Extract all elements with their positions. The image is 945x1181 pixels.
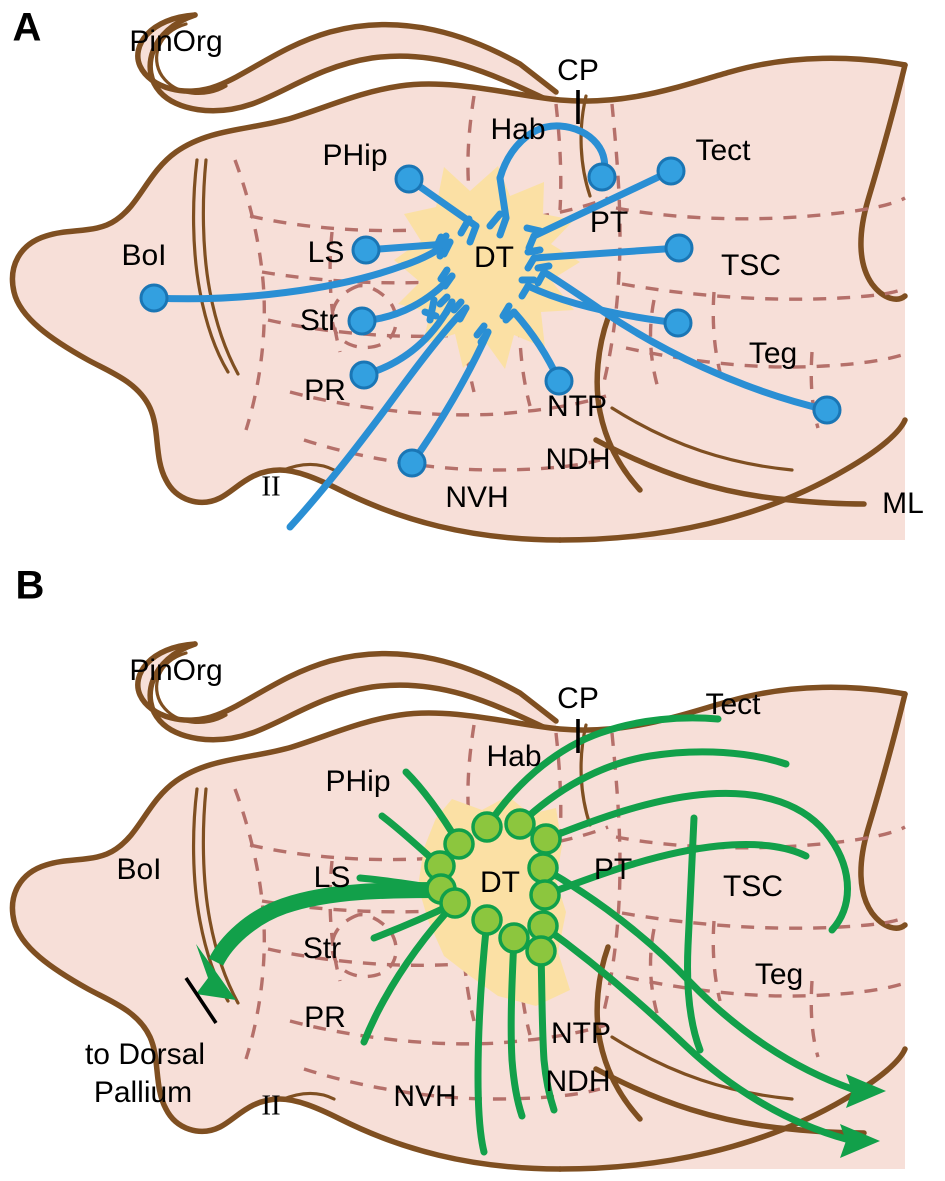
label-dt-a: DT: [474, 241, 514, 274]
terminal-pt[interactable]: [664, 233, 694, 263]
label-tsc-b: TSC: [723, 870, 783, 903]
label-hab-b: Hab: [486, 740, 541, 773]
terminal-teg[interactable]: [812, 395, 842, 425]
arrowhead-right-2: [840, 1124, 880, 1158]
label-tsc-a: TSC: [721, 249, 781, 282]
afferent-nodes-a[interactable]: [139, 156, 842, 478]
label-ii-a: II: [261, 471, 280, 503]
label-str-b: Str: [303, 932, 341, 965]
label-pt-b: PT: [594, 853, 632, 886]
soma-12[interactable]: [498, 922, 530, 954]
soma-3[interactable]: [530, 823, 562, 855]
label-pinorg-a: PinOrg: [129, 25, 222, 58]
label-pr-b: PR: [304, 1001, 346, 1034]
label-dt-b: DT: [480, 866, 520, 899]
label-teg-b: Teg: [755, 958, 803, 991]
panel-b: B PinOrg CP Tect Hab PHip LS DT BoI PT T…: [9, 564, 908, 1172]
label-to-dorsal-pallium-2: Pallium: [94, 1076, 192, 1109]
label-ml-a: ML: [882, 487, 924, 520]
label-cp-a: CP: [557, 54, 599, 87]
pineal-organ-a: [135, 12, 559, 114]
terminal-hab[interactable]: [587, 162, 617, 192]
soma-8[interactable]: [529, 879, 561, 911]
label-ndh-b: NDH: [546, 1065, 611, 1098]
label-ls-b: LS: [314, 861, 351, 894]
label-tect-a: Tect: [695, 134, 751, 167]
terminal-tect[interactable]: [656, 156, 686, 186]
label-str-a: Str: [300, 304, 338, 337]
soma-10[interactable]: [471, 904, 503, 936]
label-pt-a: PT: [590, 206, 628, 239]
terminal-ls[interactable]: [351, 235, 381, 265]
soma-13[interactable]: [525, 935, 557, 967]
terminal-tsc[interactable]: [663, 308, 693, 338]
label-ls-a: LS: [308, 236, 345, 269]
label-ii-b: II: [261, 1090, 280, 1122]
label-pinorg-b: PinOrg: [129, 654, 222, 687]
label-hab-a: Hab: [490, 113, 545, 146]
terminal-ntp[interactable]: [544, 366, 574, 396]
panel-letter-a: A: [13, 6, 42, 50]
label-to-dorsal-pallium-1: to Dorsal: [85, 1038, 205, 1071]
label-nvh-a: NVH: [445, 481, 508, 514]
label-ntp-b: NTP: [551, 1017, 611, 1050]
terminal-phip[interactable]: [394, 164, 424, 194]
terminal-str[interactable]: [347, 306, 377, 336]
soma-4[interactable]: [443, 828, 475, 860]
label-tect-b: Tect: [705, 688, 761, 721]
label-bol-b: BoI: [116, 853, 161, 886]
terminal-nvh[interactable]: [397, 448, 427, 478]
label-pr-a: PR: [304, 374, 346, 407]
thalamic-somata-b[interactable]: [424, 808, 562, 967]
label-ndh-a: NDH: [546, 443, 611, 476]
label-teg-a: Teg: [749, 337, 797, 370]
soma-1[interactable]: [471, 811, 503, 843]
soma-6[interactable]: [527, 852, 559, 884]
arrowhead-to-dorsal-pallium: [196, 944, 236, 1000]
terminal-pr[interactable]: [349, 360, 379, 390]
panel-letter-b: B: [16, 564, 45, 608]
label-phip-b: PHip: [325, 765, 390, 798]
label-bol-a: BoI: [121, 239, 166, 272]
arrowhead-right-1: [846, 1074, 886, 1108]
label-ntp-a: NTP: [547, 390, 607, 423]
label-cp-b: CP: [557, 682, 599, 715]
soma-9[interactable]: [439, 887, 471, 919]
efferent-arrowheads-b: [196, 944, 886, 1158]
label-phip-a: PHip: [322, 139, 387, 172]
panel-a: A PinOrg CP Hab Tect PHip PT LS DT BoI T…: [9, 6, 924, 543]
terminal-bol[interactable]: [139, 283, 169, 313]
pineal-organ-b: [135, 641, 559, 743]
label-nvh-b: NVH: [393, 1080, 456, 1113]
soma-2[interactable]: [504, 808, 536, 840]
to-dorsal-pallium-leader: [184, 977, 218, 1024]
